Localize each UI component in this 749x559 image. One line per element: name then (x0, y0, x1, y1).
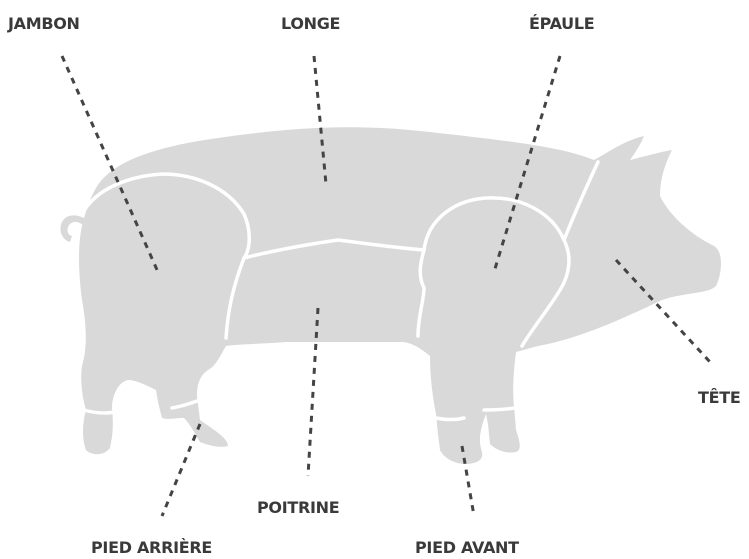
pig-body (79, 127, 721, 464)
label-tete: TÊTE (698, 388, 741, 408)
pig-silhouette (60, 127, 721, 464)
label-poitrine: POITRINE (257, 498, 339, 518)
leader-pied-arriere (162, 424, 200, 516)
label-pied-avant: PIED AVANT (415, 538, 519, 558)
label-jambon: JAMBON (8, 14, 80, 34)
label-longe: LONGE (281, 14, 340, 34)
label-epaule: ÉPAULE (529, 14, 594, 34)
label-pied-arriere: PIED ARRIÈRE (91, 538, 212, 558)
seam-front-trotter-2 (484, 408, 514, 410)
seam-front-trotter-1 (436, 418, 464, 420)
